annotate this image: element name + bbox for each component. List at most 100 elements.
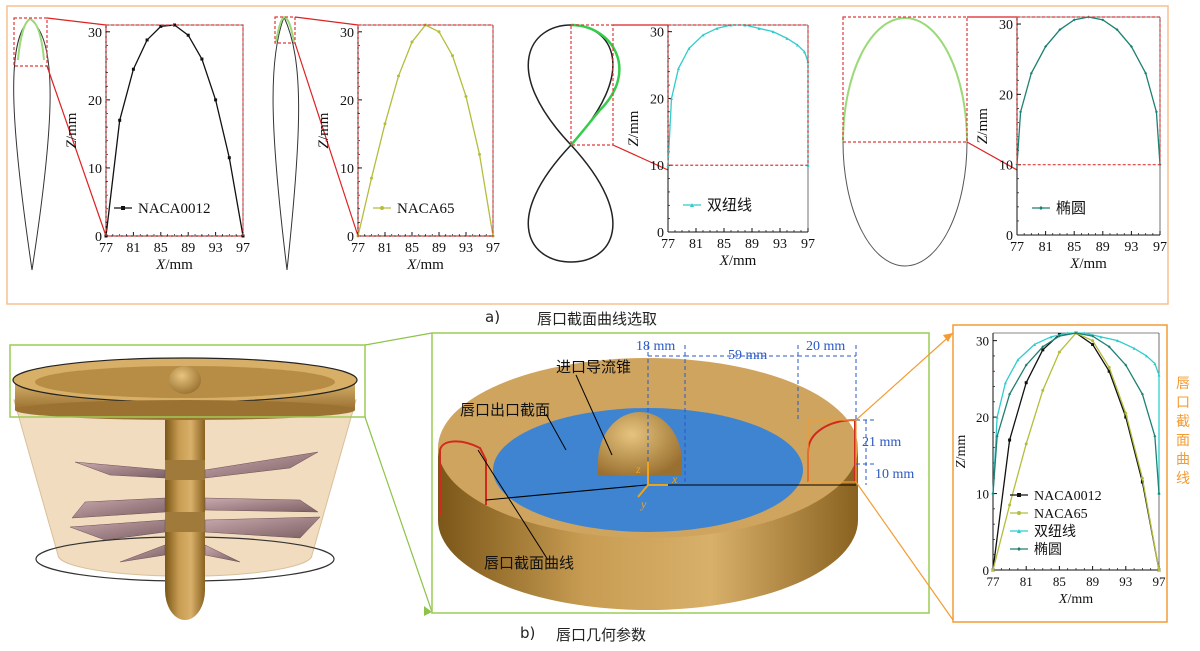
x-tick-label: 85 [1053, 574, 1066, 589]
x-tick-label: 89 [1086, 574, 1099, 589]
data-point [1132, 346, 1136, 350]
y-tick-label: 0 [657, 226, 664, 241]
y-tick-label: 30 [650, 26, 664, 41]
data-point [1008, 503, 1012, 507]
x-axis-label: X/mm [1058, 592, 1093, 607]
data-point [1153, 362, 1157, 366]
data-point [1157, 373, 1161, 377]
x-tick-label: 93 [1124, 240, 1138, 255]
data-point [451, 54, 454, 58]
x-tick-label: 81 [1020, 574, 1033, 589]
dim-21: 21 mm [862, 435, 901, 450]
data-point [370, 176, 373, 180]
y-tick-label: 30 [976, 334, 989, 349]
legend-marker [1039, 206, 1043, 210]
legend-label: 双纽线 [707, 197, 752, 214]
data-point [464, 94, 468, 98]
y-tick-label: 10 [976, 487, 989, 502]
data-point [785, 36, 789, 40]
data-point [1033, 342, 1036, 346]
y-axis-var: Z [626, 137, 642, 146]
data-point [1044, 45, 1048, 49]
legend-marker [1017, 511, 1021, 515]
x-tick-label: 85 [154, 241, 168, 256]
data-point [1057, 334, 1061, 338]
data-point [437, 30, 441, 34]
y-axis-var: Z [64, 139, 80, 148]
x-axis-var: X [719, 253, 730, 269]
x-axis-unit: /mm [416, 257, 444, 273]
zoom-frame [105, 24, 244, 237]
y-tick-label: 10 [650, 159, 664, 174]
data-point [995, 415, 999, 419]
x-tick-label: 97 [236, 241, 250, 256]
data-point [1041, 348, 1045, 352]
data-point [1091, 342, 1095, 346]
legend-label: NACA0012 [1034, 489, 1102, 504]
data-point [1129, 45, 1133, 49]
x-tick-label: 81 [1039, 240, 1053, 255]
x-tick-label: 77 [987, 574, 1001, 589]
y-tick-label: 10 [340, 162, 354, 177]
legend-marker [380, 206, 384, 210]
data-point [1019, 110, 1023, 114]
x-tick-label: 77 [661, 237, 675, 252]
sketch-lemniscate [527, 23, 669, 263]
data-point [1101, 18, 1105, 22]
caption-b-label: b) [520, 624, 536, 642]
x-tick-label: 97 [1153, 574, 1167, 589]
data-point [131, 67, 135, 71]
legend-label: NACA0012 [138, 201, 211, 217]
data-point [1124, 411, 1128, 415]
y-axis-unit: /mm [954, 435, 969, 461]
dim-59: 59 mm [728, 348, 767, 363]
data-point [1024, 363, 1028, 367]
legend-label: NACA65 [1034, 507, 1088, 522]
label-inlet-cone: 进口导流锥 [556, 359, 631, 376]
y-axis-var: Z [975, 135, 991, 144]
x-tick-label: 81 [378, 241, 392, 256]
x-axis-var: X [1058, 592, 1068, 607]
data-point [1140, 480, 1144, 484]
y-tick-label: 20 [976, 410, 989, 425]
y-axis-label: Z/mm [954, 435, 969, 469]
data-point [670, 96, 673, 100]
data-point [715, 26, 719, 30]
x-tick-label: 93 [459, 241, 473, 256]
data-point [1049, 335, 1053, 339]
data-point [1008, 438, 1012, 442]
y-axis-unit: /mm [316, 112, 332, 140]
x-axis-var: X [406, 257, 417, 273]
label-lip-section-curve: 唇口截面曲线 [484, 555, 574, 572]
x-tick-label: 77 [1010, 240, 1024, 255]
y-axis-var: Z [316, 139, 332, 148]
data-point [1115, 28, 1119, 32]
y-tick-label: 10 [999, 159, 1013, 174]
y-tick-label: 20 [650, 92, 664, 107]
data-point [1024, 442, 1028, 446]
data-point [1107, 365, 1111, 369]
sketch-ellipse [842, 16, 1018, 267]
data-point [227, 156, 231, 160]
data-point [1041, 345, 1045, 349]
x-tick-label: 97 [1153, 240, 1167, 255]
data-point [677, 66, 680, 70]
panel-compare-frame [952, 324, 1168, 623]
x-axis-label: X/mm [1069, 256, 1107, 272]
data-point [1153, 434, 1157, 438]
data-point [991, 492, 995, 496]
data-point [1072, 18, 1076, 22]
x-tick-label: 89 [745, 237, 759, 252]
data-point [145, 38, 149, 42]
legend-marker [121, 206, 125, 210]
data-point [397, 74, 400, 78]
data-point [478, 152, 481, 156]
y-axis-label: Z/mm [316, 112, 332, 148]
x-tick-label: 93 [209, 241, 223, 256]
x-axis-unit: /mm [729, 253, 757, 269]
x-tick-label: 85 [717, 237, 731, 252]
y-tick-label: 0 [983, 563, 990, 578]
